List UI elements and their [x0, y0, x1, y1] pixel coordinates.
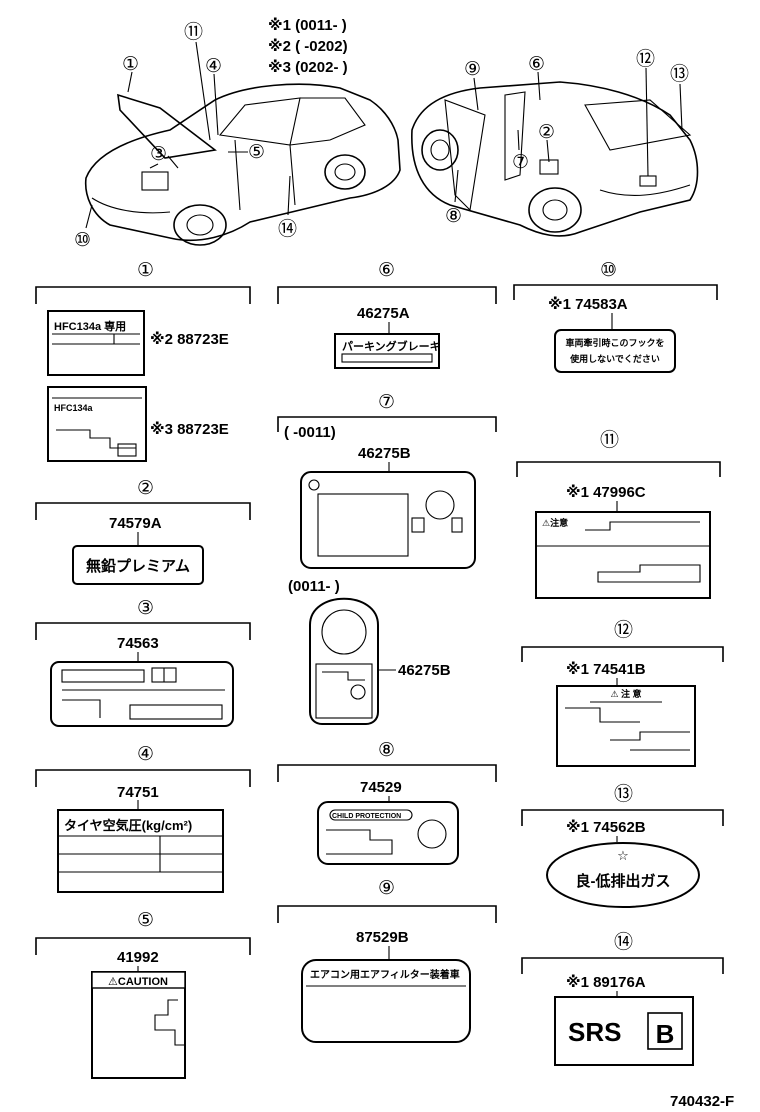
ac-filter-text: エアコン用エアフィルター装着車: [310, 968, 460, 981]
ac-filter-label: [301, 959, 471, 1043]
svg-text:☆: ☆: [617, 848, 629, 863]
rear-caution-text: ⚠ 注 意: [610, 688, 641, 699]
ac-label-b: [47, 386, 147, 462]
group-6-part: 46275A: [357, 305, 410, 322]
group-9-part: 87529B: [356, 929, 409, 946]
callout-13: ⑬: [670, 63, 689, 85]
label-group-11: ⑪ ※1 47996C ⚠注意: [516, 429, 721, 599]
group-4-part: 74751: [117, 784, 159, 801]
group-8-part: 74529: [360, 779, 402, 796]
emission-label: [546, 842, 700, 908]
group-1-part-a: ※2 88723E: [150, 330, 229, 348]
group-14-part: ※1 89176A: [566, 973, 646, 991]
label-group-2: ② 74579A 無鉛プレミアム: [35, 478, 251, 585]
group-7-part-b: 46275B: [398, 662, 451, 679]
group-3-number: ③: [137, 598, 154, 619]
callout-5: ⑤: [248, 142, 265, 163]
callout-8: ⑧: [445, 206, 462, 227]
car-callouts: ① ② ③ ④ ⑤ ⑥ ⑦ ⑧ ⑨ ⑩ ⑪ ⑫ ⑬ ⑭: [74, 21, 689, 251]
group-5-number: ⑤: [137, 910, 154, 931]
group-2-part: 74579A: [109, 515, 162, 532]
group-14-number: ⑭: [614, 931, 633, 953]
label-group-1: ① HFC134a 専用 ※2 88723E HFC134a ※3 88723E: [35, 260, 251, 462]
group-11-part: ※1 47996C: [566, 483, 646, 501]
group-11-number: ⑪: [600, 429, 619, 451]
tow-hook-label: [554, 329, 676, 373]
fuel-label-text: 無鉛プレミアム: [86, 557, 190, 575]
group-6-number: ⑥: [378, 260, 395, 281]
rear-caution-label: [556, 685, 696, 767]
note-2: ※2 ( -0202): [268, 37, 348, 55]
callout-3: ③: [150, 144, 167, 165]
label-group-9: ⑨ 87529B エアコン用エアフィルター装着車: [277, 878, 497, 1043]
fuel-label: [72, 545, 204, 585]
group-3-part: 74563: [117, 635, 159, 652]
group-12-number: ⑫: [614, 619, 633, 641]
note-3: ※3 (0202- ): [268, 58, 348, 76]
label-group-10: ⑩ ※1 74583A 車両牽引時このフックを 使用しないでください: [513, 260, 718, 373]
caution-label-text: ⚠CAUTION: [108, 976, 168, 988]
parking-brake-text: パーキングブレーキ: [342, 339, 441, 353]
note-1: ※1 (0011- ): [268, 16, 347, 34]
callout-2: ②: [538, 122, 555, 143]
car-front-illustration: [84, 83, 401, 246]
group-7-part-a: 46275B: [358, 445, 411, 462]
callout-14: ⑭: [278, 218, 297, 240]
callout-7: ⑦: [512, 152, 529, 173]
group-13-number: ⑬: [614, 783, 633, 805]
ac-label-a-text: HFC134a 専用: [54, 319, 126, 333]
child-protection-text: CHILD PROTECTION: [332, 813, 401, 820]
label-group-6: ⑥ 46275A パーキングブレーキ: [277, 260, 497, 369]
callout-12: ⑫: [636, 48, 655, 70]
group-2-number: ②: [137, 478, 154, 499]
group-10-part: ※1 74583A: [548, 295, 628, 313]
group-1-part-b: ※3 88723E: [150, 420, 229, 438]
diagram-code: 740432-F: [670, 1093, 734, 1110]
tire-pressure-text: タイヤ空気圧(kg/cm²): [64, 818, 192, 833]
door-hanger-label: [309, 597, 379, 725]
group-4-number: ④: [137, 744, 154, 765]
hood-label: [300, 471, 476, 569]
callout-9: ⑨: [464, 59, 481, 80]
tow-hook-text-1: 車両牽引時このフックを: [565, 337, 664, 348]
caution-label: [91, 971, 186, 1079]
label-group-4: ④ 74751 タイヤ空気圧(kg/cm²): [35, 744, 251, 893]
callout-1: ①: [122, 54, 139, 75]
tire-pressure-label: [57, 809, 224, 893]
label-group-7: ⑦ ( -0011) 46275B (0011- ) 46275B: [277, 392, 497, 725]
group-7-number: ⑦: [378, 392, 395, 413]
group-7-range-b: (0011- ): [288, 578, 340, 595]
group-8-number: ⑧: [378, 740, 395, 761]
engine-caution-text: ⚠注意: [542, 517, 568, 528]
battery-label: [50, 661, 234, 727]
srs-label-letter: B: [656, 1019, 675, 1049]
tow-hook-text-2: 使用しないでください: [569, 353, 660, 364]
label-group-3: ③ 74563: [35, 598, 251, 727]
label-group-12: ⑫ ※1 74541B ⚠ 注 意: [521, 619, 724, 767]
group-13-part: ※1 74562B: [566, 818, 646, 836]
group-7-range-a: ( -0011): [284, 424, 336, 441]
callout-11: ⑪: [184, 21, 203, 43]
label-group-13: ⑬ ※1 74562B ☆ 良-低排出ガス: [521, 783, 724, 908]
group-12-part: ※1 74541B: [566, 660, 646, 678]
group-10-number: ⑩: [600, 260, 617, 281]
ac-label-b-text: HFC134a: [54, 403, 94, 413]
callout-10: ⑩: [74, 230, 91, 251]
group-1-number: ①: [137, 260, 154, 281]
ac-label-a: [47, 310, 145, 376]
emission-label-text: 良-低排出ガス: [576, 872, 671, 890]
label-group-5: ⑤ 41992 ⚠CAUTION: [35, 910, 251, 1079]
label-group-8: ⑧ 74529 CHILD PROTECTION: [277, 740, 497, 865]
group-5-part: 41992: [117, 949, 159, 966]
callout-4: ④: [205, 56, 222, 77]
srs-label: [554, 996, 694, 1066]
engine-caution-label: [535, 511, 711, 599]
srs-label-text: SRS: [568, 1017, 621, 1047]
label-group-14: ⑭ ※1 89176A SRS B: [521, 931, 724, 1066]
callout-6: ⑥: [528, 54, 545, 75]
group-9-number: ⑨: [378, 878, 395, 899]
